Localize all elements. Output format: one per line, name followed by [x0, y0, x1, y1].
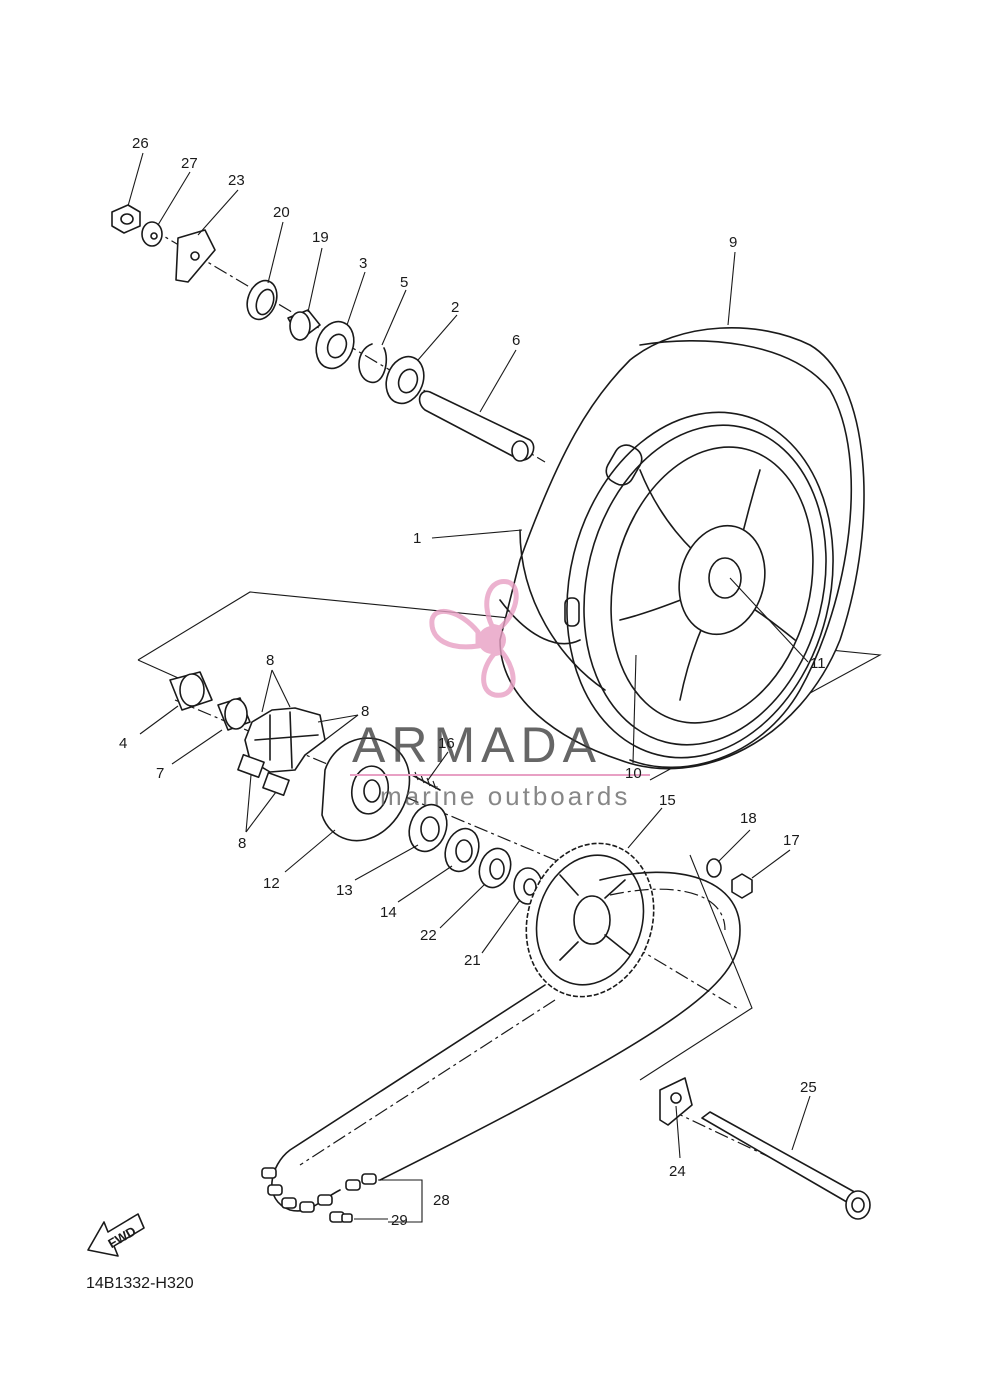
part-19-collar — [287, 309, 321, 341]
part-22-seal — [478, 847, 512, 889]
wheel-and-tire — [499, 327, 865, 770]
callout-17: 17 — [783, 832, 800, 849]
callout-11: 11 — [810, 655, 826, 672]
part-12-clutch-hub — [321, 737, 411, 842]
fwd-arrow: FWD — [87, 1213, 145, 1257]
chain-links — [261, 1167, 377, 1213]
callout-8-right: 8 — [361, 703, 369, 720]
callout-23: 23 — [228, 172, 245, 189]
callout-6: 6 — [512, 332, 520, 349]
watermark-logo — [429, 579, 519, 698]
part-3-bearing — [315, 320, 355, 370]
part-7-collar — [217, 697, 251, 731]
callout-27: 27 — [181, 155, 198, 172]
callout-14: 14 — [380, 904, 397, 921]
callout-5: 5 — [400, 274, 408, 291]
callout-7: 7 — [156, 765, 164, 782]
callout-16: 16 — [438, 735, 455, 752]
part-13-bearing — [408, 803, 448, 853]
callout-18: 18 — [740, 810, 757, 827]
callout-4: 4 — [119, 735, 127, 752]
callout-24: 24 — [669, 1163, 686, 1180]
watermark-tagline: marine outboards — [380, 781, 630, 811]
part-17-nut — [731, 873, 753, 899]
callout-labels: 26 27 23 20 19 3 5 2 6 9 1 11 10 4 7 8 8… — [119, 135, 826, 1229]
callout-20: 20 — [273, 204, 290, 221]
part-15-sprocket — [525, 842, 655, 998]
part-25-axle — [701, 1111, 871, 1220]
leader-lines — [127, 152, 811, 1223]
part-24-adjuster — [659, 1077, 693, 1126]
part-4-bearing — [169, 671, 213, 711]
part-6-collar — [418, 390, 535, 462]
callout-15: 15 — [659, 792, 676, 809]
callout-19: 19 — [312, 229, 329, 246]
callout-13: 13 — [336, 882, 353, 899]
callout-22: 22 — [420, 927, 437, 944]
callout-10: 10 — [625, 765, 642, 782]
part-18-washer — [706, 858, 722, 878]
callout-9: 9 — [729, 234, 737, 251]
callout-3: 3 — [359, 255, 367, 272]
part-8-dampers — [237, 707, 326, 797]
callout-8-bottom: 8 — [238, 835, 246, 852]
part-27-washer — [141, 221, 163, 247]
callout-12: 12 — [263, 875, 280, 892]
part-23-plate — [175, 229, 216, 283]
callout-1: 1 — [413, 530, 421, 547]
part-26-nut — [111, 204, 141, 234]
watermark-brand: ARMADA — [352, 717, 602, 773]
watermark-propeller-hub — [478, 626, 506, 654]
fwd-arrow-icon — [87, 1213, 145, 1257]
callout-28: 28 — [433, 1192, 450, 1209]
callout-29: 29 — [391, 1212, 408, 1229]
part-14-seal — [444, 827, 480, 873]
diagram-code: 14B1332-H320 — [86, 1275, 194, 1292]
callout-8-top: 8 — [266, 652, 274, 669]
part-2-bearing — [385, 355, 425, 405]
callout-21: 21 — [464, 952, 481, 969]
callout-25: 25 — [800, 1079, 817, 1096]
part-20-seal — [246, 279, 278, 321]
part-5-circlip — [358, 343, 388, 383]
callout-26: 26 — [132, 135, 149, 152]
callout-2: 2 — [451, 299, 459, 316]
part-29-chain-joint — [329, 1211, 353, 1223]
part-28-drive-chain — [261, 871, 741, 1223]
